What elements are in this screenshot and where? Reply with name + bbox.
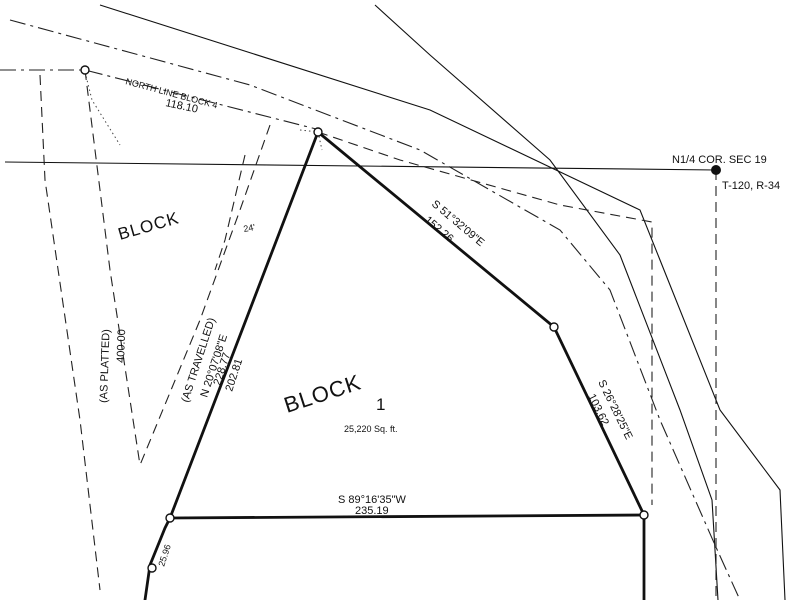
west-travelled-line xyxy=(84,69,141,466)
road-travelled-outer xyxy=(139,124,271,466)
section-corner-label: N1/4 COR. SEC 19 xyxy=(672,154,767,166)
south-distance-label: 235.19 xyxy=(355,505,389,517)
pin-lot-north xyxy=(313,127,323,137)
pin-lot-southeast xyxy=(639,510,649,520)
as-platted-distance: 400.00 xyxy=(115,329,128,363)
block-upper-left-label: BLOCK xyxy=(116,208,181,244)
as-platted-label: (AS PLATTED) xyxy=(98,329,113,403)
pin-lot-southwest-2 xyxy=(147,563,157,573)
west-platted-line xyxy=(39,74,101,591)
north-line-block-4 xyxy=(0,69,321,131)
south-bearing-label: S 89°16'35"W xyxy=(338,494,407,506)
pin-north-line-start xyxy=(80,65,90,75)
township-range-label: T-120, R-34 xyxy=(722,180,780,192)
block-main-label: BLOCK xyxy=(281,369,364,417)
east-platted-boundary xyxy=(317,131,653,505)
road-centerline xyxy=(9,19,741,600)
area-label: 25,220 Sq. ft. xyxy=(344,424,398,434)
road-line-outer-2 xyxy=(374,4,719,600)
lot-boundary-tail xyxy=(143,516,172,600)
block-number: 1 xyxy=(376,395,386,414)
road-width-label: 24' xyxy=(243,222,257,234)
pin-lot-northeast xyxy=(549,322,559,332)
road-travelled-inner xyxy=(214,154,246,271)
section-corner-monument xyxy=(711,165,721,175)
lot-boundary xyxy=(167,130,647,520)
north-line-dotted xyxy=(84,71,121,146)
road-line-outer xyxy=(99,4,786,600)
pin-lot-southwest xyxy=(165,513,175,523)
